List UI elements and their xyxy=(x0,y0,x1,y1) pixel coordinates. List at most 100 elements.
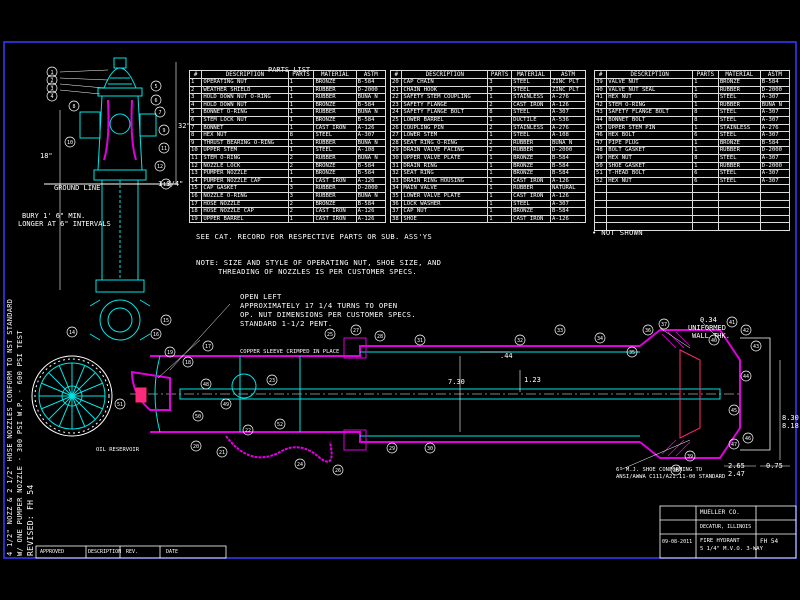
table-cell: 2 xyxy=(487,146,513,155)
table-row-blank xyxy=(593,199,791,209)
shoe-std-label-1: 6" M.J. SHOE CONFORMING TO xyxy=(616,467,703,473)
title-company: MUELLER CO. xyxy=(700,509,740,516)
part-balloon-number: 9 xyxy=(162,128,165,134)
part-balloon-number: 32 xyxy=(517,338,523,344)
table-row-blank xyxy=(593,214,791,224)
bonnet-flange xyxy=(97,87,143,97)
table-cell-blank xyxy=(717,214,761,224)
dim-134-label: 1 3/4" xyxy=(158,180,184,188)
table-cell: SAFETY FLANGE xyxy=(401,100,489,110)
table-cell: DUCTILE xyxy=(511,115,551,125)
table-header-cell: PARTS xyxy=(692,70,719,79)
part-balloon: 24 xyxy=(294,458,306,470)
table-cell: STEM O-RING xyxy=(606,100,694,110)
part-balloon: 38 xyxy=(670,464,682,476)
table-cell: 33 xyxy=(389,176,403,186)
table-header-cell: # xyxy=(188,70,203,79)
ground-line-label: GROUND LINE xyxy=(54,184,101,192)
open-left-3: OP. NUT DIMENSIONS PER CUSTOMER SPECS. xyxy=(240,310,416,319)
table-cell-blank xyxy=(692,222,719,231)
end-view-spokes xyxy=(39,363,105,429)
part-balloon-number: 20 xyxy=(193,444,199,450)
table-cell: 1 xyxy=(487,131,513,140)
part-balloon: 48 xyxy=(200,378,212,390)
part-balloon: 6 xyxy=(150,94,162,106)
table-cell: A-307 xyxy=(759,169,791,178)
rev-bar-description: DESCRIPTION xyxy=(88,549,122,555)
table-cell-blank xyxy=(759,214,791,224)
table-cell: B-584 xyxy=(549,161,587,171)
dim-247-label: 2.47 xyxy=(728,470,745,478)
shoe-elevation xyxy=(99,299,141,341)
part-balloon: 21 xyxy=(216,446,228,458)
table-cell: RUBBER xyxy=(717,146,761,155)
part-balloon-number: 50 xyxy=(195,414,201,420)
table-cell: BRONZE xyxy=(313,161,357,171)
table-cell: A-126 xyxy=(549,214,587,224)
table-cell: A-126 xyxy=(355,123,387,133)
side-spec-text-2: W/ ONE PUMPER NOZZLE - 300 PSI W.P. - 60… xyxy=(16,330,24,556)
table-cell: 24 xyxy=(389,108,403,117)
part-balloon-number: 39 xyxy=(687,454,693,460)
table-cell: 16 xyxy=(188,191,203,201)
part-balloon: 41 xyxy=(726,316,738,328)
open-left-4: STANDARD 1-1/2 PENT. xyxy=(240,319,333,328)
table-cell: 1 xyxy=(487,153,513,163)
title-sub: DECATUR, ILLINOIS xyxy=(700,524,752,530)
table-cell: BRONZE xyxy=(313,169,357,178)
part-balloon: 30 xyxy=(424,442,436,454)
part-balloon-number: 6 xyxy=(154,98,157,104)
part-balloon-number: 10 xyxy=(67,140,73,146)
part-balloon-number: 18 xyxy=(185,360,191,366)
oil-reservoir-label: OIL RESERVOIR xyxy=(96,447,140,453)
table-cell: BRONZE xyxy=(313,100,357,110)
part-balloon: 27 xyxy=(350,324,362,336)
table-cell-blank xyxy=(606,191,694,201)
table-cell: 1 xyxy=(287,93,315,102)
table-header-cell: DESCRIPTION xyxy=(606,70,694,79)
table-cell: RUBBER xyxy=(313,93,357,102)
hose-nozzle xyxy=(139,113,157,137)
shoe-bolts xyxy=(89,299,151,341)
table-cell: CAST IRON xyxy=(511,176,551,186)
table-cell: CAST IRON xyxy=(511,100,551,110)
table-cell: STEEL xyxy=(511,78,551,87)
part-balloon: 49 xyxy=(220,398,232,410)
part-balloon: 32 xyxy=(514,334,526,346)
table-cell: HEX NUT xyxy=(201,131,289,140)
table-cell: 8 xyxy=(287,131,315,140)
part-balloon-number: 29 xyxy=(389,446,395,452)
table-cell-blank xyxy=(593,207,608,216)
table-cell: STEEL xyxy=(717,93,761,102)
part-balloon: 8 xyxy=(68,100,80,112)
table-cell: 8 xyxy=(692,115,719,125)
table-header-cell: PARTS xyxy=(487,70,513,79)
sheet-border xyxy=(3,41,797,559)
table-cell: STAINLESS xyxy=(511,123,551,133)
end-view-outer xyxy=(31,355,113,437)
table-cell: 1 xyxy=(188,78,203,87)
part-balloon: 46 xyxy=(742,432,754,444)
table-cell: LOWER STEM xyxy=(401,131,489,140)
part-balloon: 1 xyxy=(46,66,58,78)
table-cell: A-126 xyxy=(549,191,587,201)
table-cell: A-126 xyxy=(355,207,387,216)
table-cell: A-276 xyxy=(549,123,587,133)
table-cell: 1 xyxy=(287,123,315,133)
table-cell-blank xyxy=(593,184,608,193)
table-cell: 12 xyxy=(188,161,203,171)
table-cell: BRONZE xyxy=(511,169,551,178)
table-cell: B-584 xyxy=(759,138,791,148)
table-header-cell: DESCRIPTION xyxy=(401,70,489,79)
operating-nut xyxy=(113,57,127,69)
table-cell: UPPER BARREL xyxy=(201,214,289,224)
table-cell: BUNA N xyxy=(355,138,387,148)
table-cell: 1 xyxy=(287,176,315,186)
open-left-1: OPEN LEFT xyxy=(240,292,282,301)
